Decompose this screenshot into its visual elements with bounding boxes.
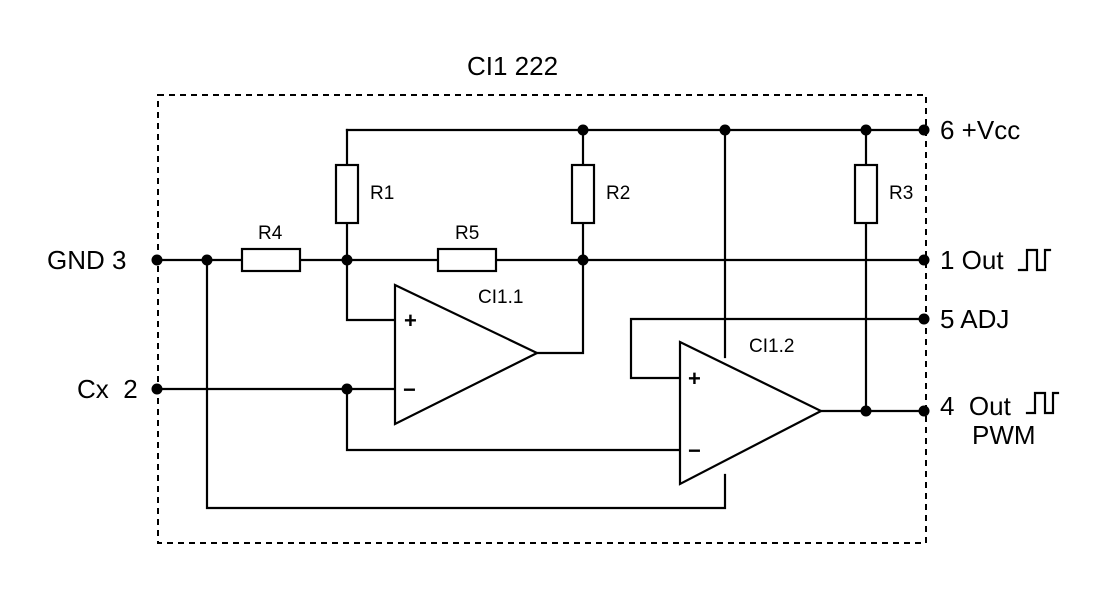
pulse-wave-icon — [1017, 248, 1052, 272]
pin-out4-label: 4 Out — [940, 391, 1012, 421]
pin-out1-label: 1 Out — [940, 245, 1004, 275]
r5-label: R5 — [455, 223, 479, 244]
pin-adj-label: 5 ADJ — [940, 304, 1009, 334]
pulse-wave-icon — [1025, 391, 1060, 415]
package-title: CI1 222 — [467, 51, 558, 81]
opamp1-label: CI1.1 — [478, 287, 523, 308]
r4-label: R4 — [258, 223, 283, 244]
opamp2-label: CI1.2 — [749, 336, 794, 357]
resistor-r4: R4 — [240, 223, 302, 273]
resistor-r1: R1 — [334, 163, 394, 225]
r3-label: R3 — [889, 183, 913, 204]
r1-label: R1 — [370, 183, 394, 204]
pin-pwm-label: PWM — [972, 420, 1036, 450]
pin-gnd-label: GND 3 — [47, 245, 126, 275]
opamp-ci1-1: + − CI1.1 — [393, 283, 540, 426]
opamp1-plus: + — [404, 308, 417, 333]
r2-label: R2 — [606, 183, 630, 204]
resistor-r2: R2 — [570, 163, 630, 225]
wires — [155, 128, 926, 510]
pin-vcc-label: 6 +Vcc — [940, 115, 1020, 145]
opamp1-minus: − — [403, 377, 416, 402]
resistor-r5: R5 — [436, 223, 498, 273]
resistor-r3: R3 — [853, 163, 913, 225]
junction-dots — [201, 124, 872, 417]
pin-cx-label: Cx 2 — [77, 374, 138, 404]
pin-terminals — [151, 124, 930, 417]
opamp2-plus: + — [688, 366, 701, 391]
opamp2-minus: − — [688, 438, 701, 463]
opamp-ci1-2: + − CI1.2 — [678, 336, 824, 486]
